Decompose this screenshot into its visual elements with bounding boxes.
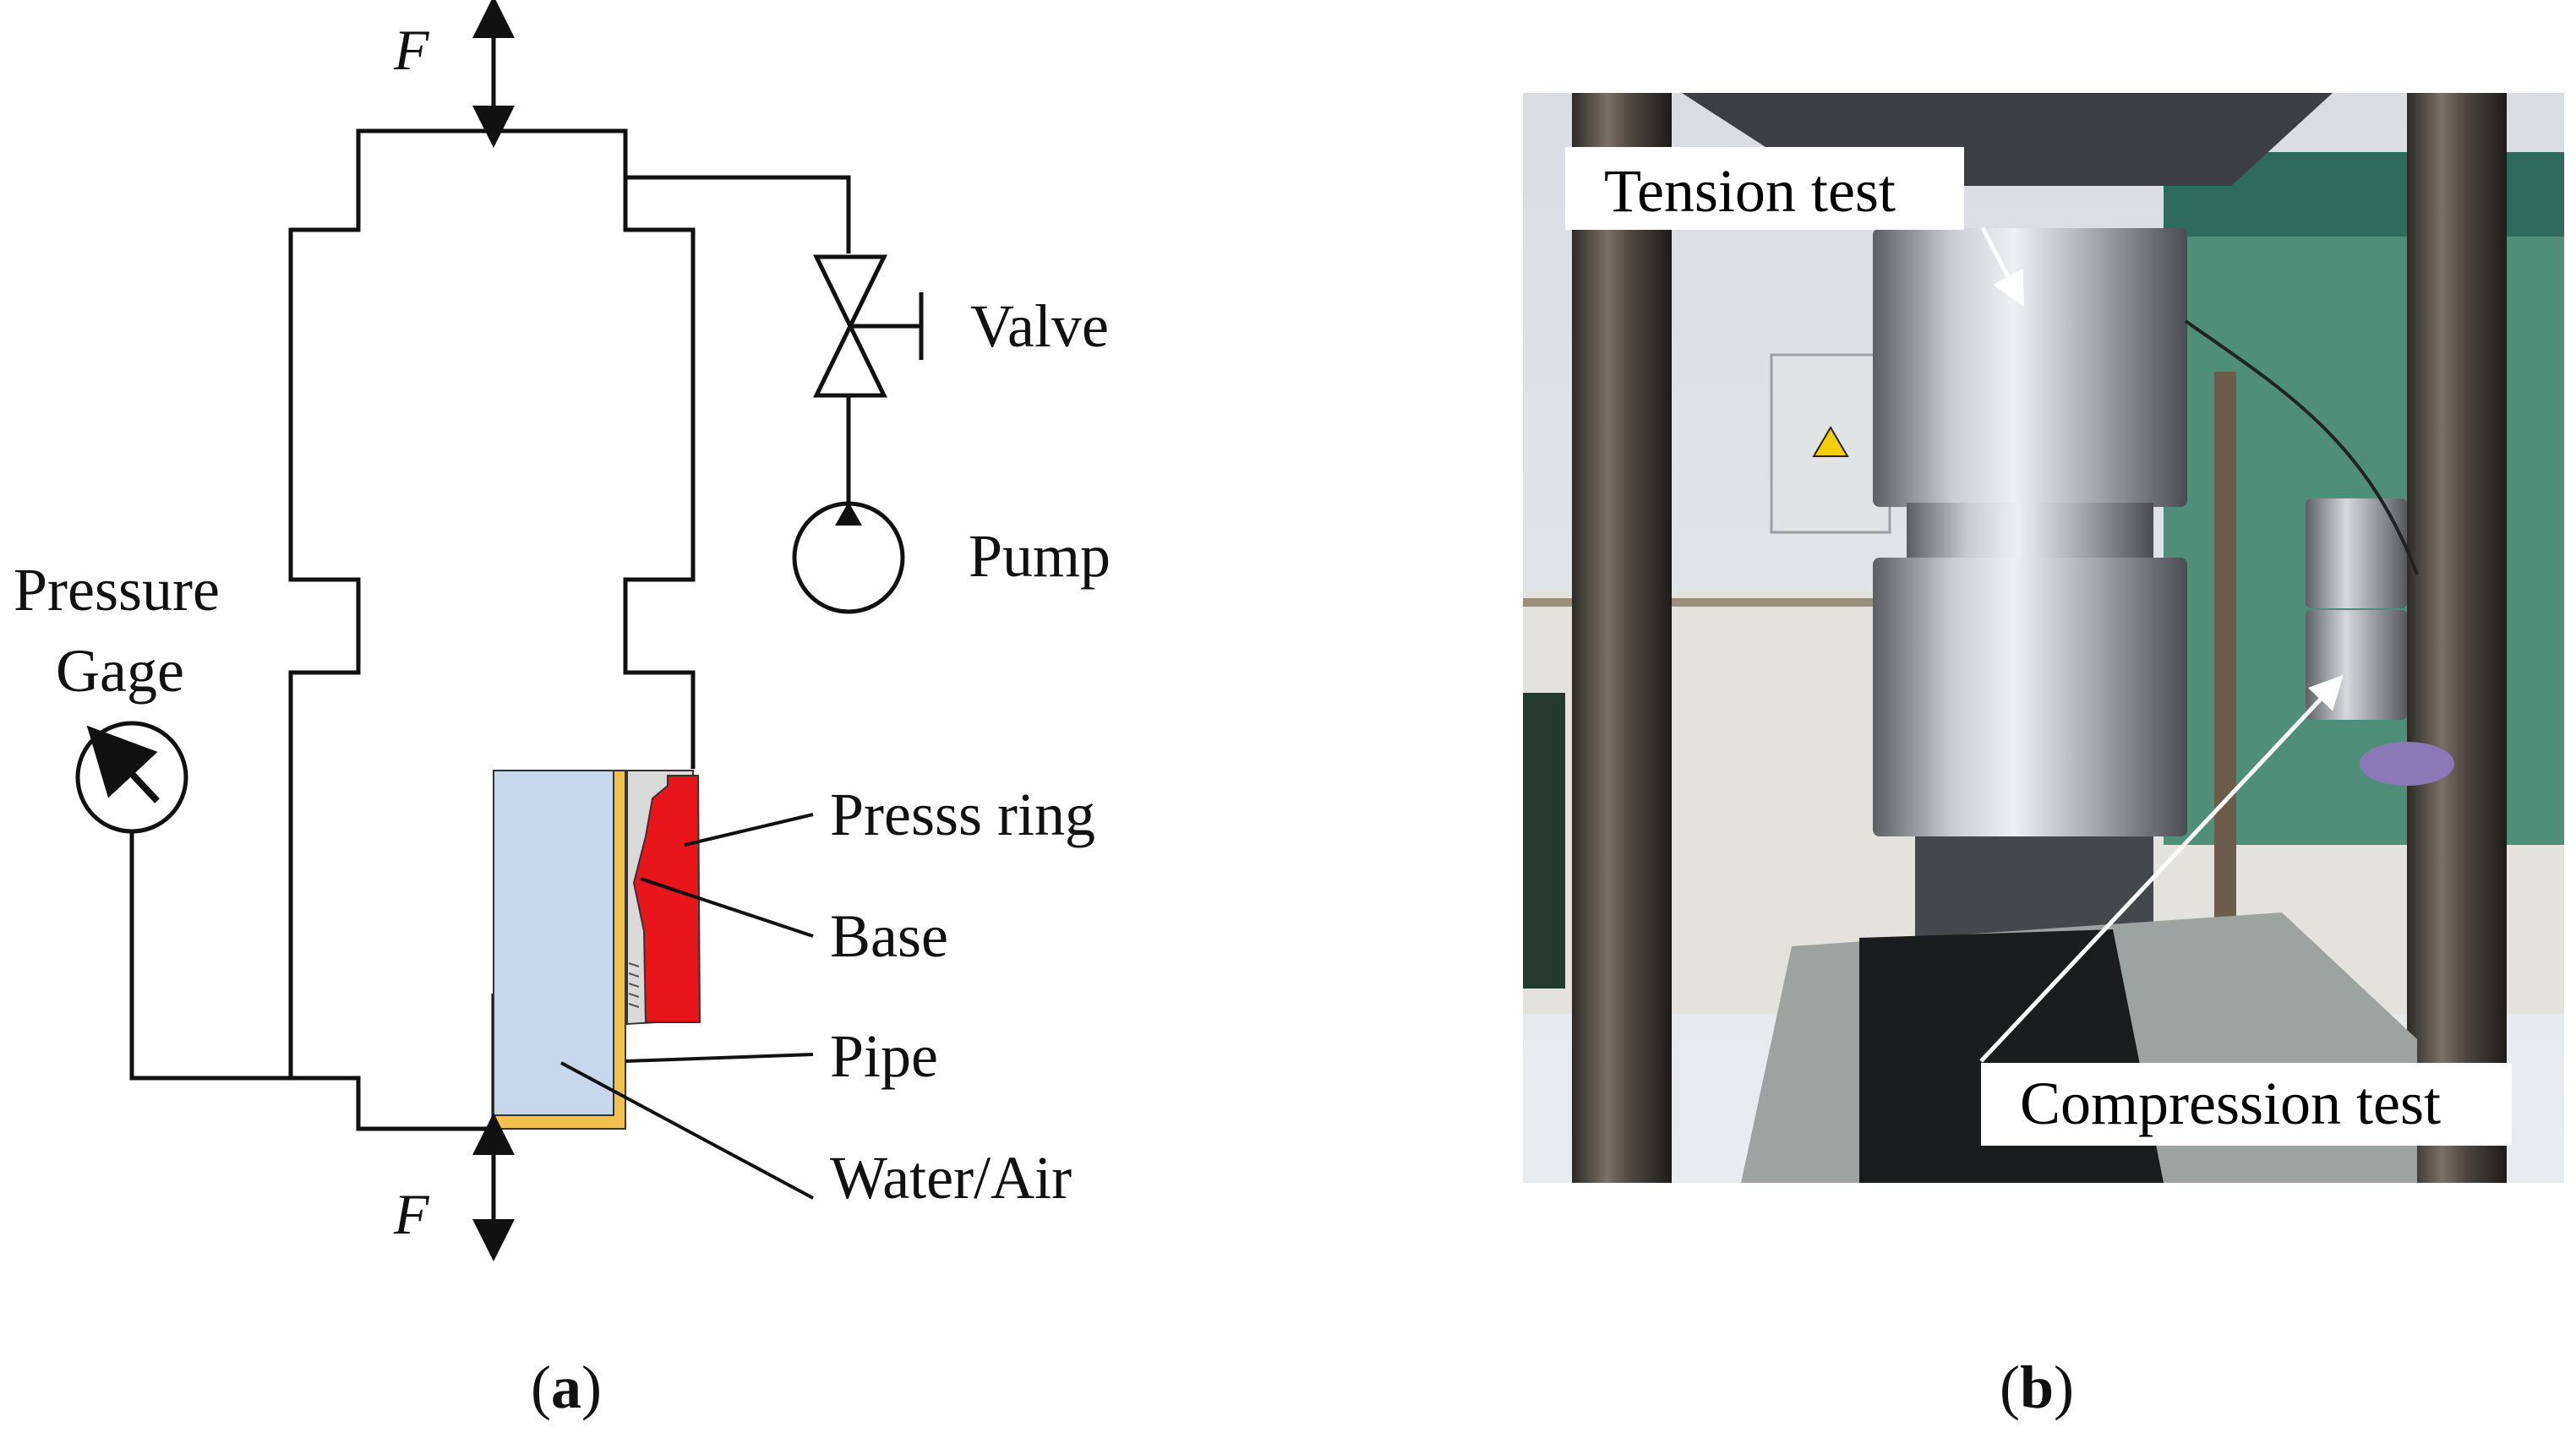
supply-line <box>625 175 851 253</box>
caption-a: (a) <box>531 1354 602 1421</box>
press-ring-leader <box>684 813 814 847</box>
left-column <box>1572 93 1672 1183</box>
left-bracket <box>1523 693 1565 989</box>
compression-test-label-box <box>1981 1063 2512 1146</box>
cable <box>2184 319 2419 575</box>
pressure-gage-label-line1: Pressure <box>14 556 220 624</box>
base-label: Base <box>830 902 948 970</box>
panel-a-schematic: F F Valve Pump Pressure Gage Presss ring… <box>14 0 1111 1421</box>
water-air-label: Water/Air <box>830 1144 1072 1212</box>
compression-specimen-lower <box>2306 610 2407 720</box>
base-leader <box>640 877 814 938</box>
pipe-label: Pipe <box>830 1022 938 1090</box>
valve-icon <box>812 254 888 398</box>
pipe-leader <box>625 1053 814 1063</box>
water-air-leader <box>560 1061 814 1200</box>
tension-test-label-box <box>1565 147 1964 230</box>
tension-test-label: Tension test <box>1604 157 1896 225</box>
valve-label: Valve <box>970 292 1109 360</box>
compression-test-label: Compression test <box>2020 1070 2441 1137</box>
force-label-bottom: F <box>393 1182 430 1246</box>
gage-needle <box>86 725 160 803</box>
tension-specimen-upper <box>1873 228 2187 507</box>
press-ring-label: Presss ring <box>830 781 1095 848</box>
gage-line <box>129 831 358 1081</box>
right-column <box>2407 93 2507 1183</box>
panel-b-photo: Tension test Compression test (b) <box>1523 93 2564 1421</box>
purple-cloth <box>2360 742 2454 786</box>
compression-test-arrow <box>1979 674 2344 1063</box>
compression-specimen-upper <box>2306 498 2407 608</box>
lower-platen <box>1915 836 2153 938</box>
pressure-gage-label-line2: Gage <box>56 637 184 705</box>
tension-specimen-lower <box>1873 558 2187 836</box>
pump-label: Pump <box>969 522 1111 590</box>
tension-specimen-neck <box>1907 503 2153 562</box>
warning-sign <box>1812 426 1849 457</box>
force-label-top: F <box>393 18 430 82</box>
lead-screw <box>2214 372 2236 1014</box>
pump-direction-mark <box>835 502 862 526</box>
thread-marks <box>628 962 640 1008</box>
water-air-region <box>493 770 614 1116</box>
caption-b: (b) <box>2000 1354 2074 1421</box>
tension-test-arrow <box>1980 226 2024 307</box>
